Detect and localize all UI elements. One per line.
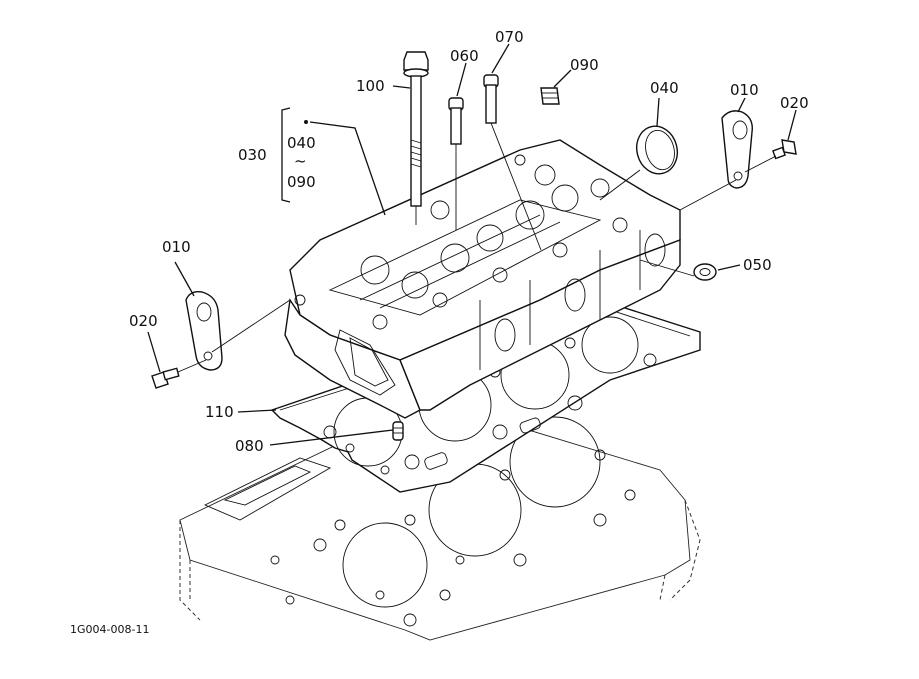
label-020-right: 020: [780, 94, 809, 112]
label-010-right: 010: [730, 81, 759, 99]
dowel-pin-080: [392, 421, 404, 441]
bolt-020-left: [151, 359, 207, 389]
label-070: 070: [495, 28, 524, 46]
drawing-reference: 1G004-008-11: [70, 623, 149, 636]
plug-090: [540, 87, 560, 105]
head-bolt-100: [403, 51, 429, 225]
valve-guide-060: [448, 97, 464, 230]
label-080: 080: [235, 437, 264, 455]
label-010-left: 010: [162, 238, 191, 256]
label-030-range-from: 040: [287, 134, 316, 152]
valve-guide-070: [483, 74, 542, 251]
label-040: 040: [650, 79, 679, 97]
leader-lines: [147, 43, 797, 446]
bolt-020-right: [744, 139, 797, 173]
label-020-left: 020: [129, 312, 158, 330]
expansion-plug-040: [599, 125, 678, 201]
hanger-bracket-010-left: [185, 290, 291, 371]
label-050: 050: [743, 256, 772, 274]
label-110: 110: [205, 403, 234, 421]
label-100: 100: [356, 77, 385, 95]
label-030: 030: [238, 146, 267, 164]
label-030-range-to: 090: [287, 173, 316, 191]
seal-050: [639, 259, 717, 281]
label-060: 060: [450, 47, 479, 65]
assembly-bracket-030: [281, 107, 291, 203]
label-090: 090: [570, 56, 599, 74]
hanger-bracket-010-right: [679, 110, 753, 211]
label-030-range-separator: ~: [294, 152, 307, 170]
engine-block-outline: [179, 399, 701, 641]
part-labels: 100 060 070 090 040 010 020 030 040 ~ 09…: [70, 28, 809, 636]
cylinder-head: [284, 139, 681, 419]
